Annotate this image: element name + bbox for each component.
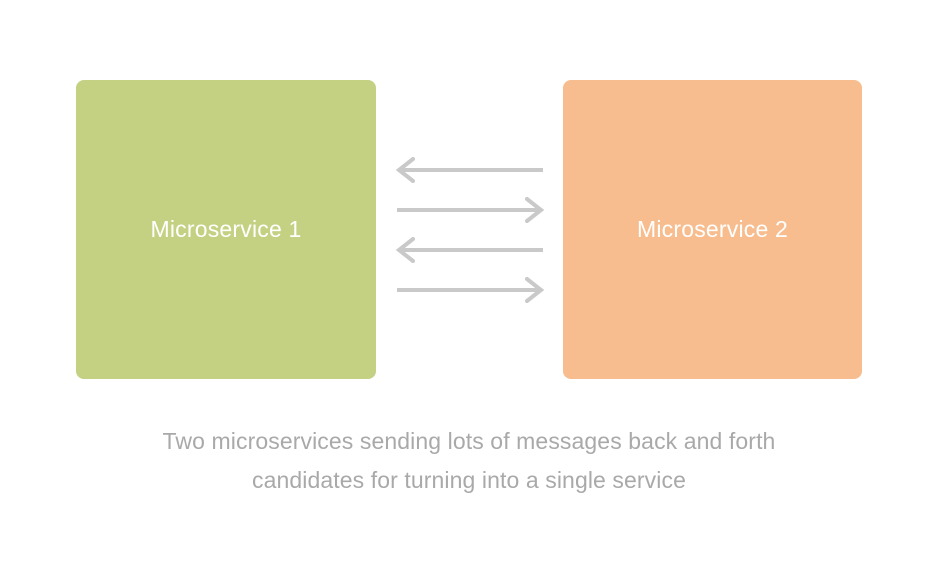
arrow-left-2 [393,237,546,263]
caption-line-2: candidates for turning into a single ser… [252,467,686,493]
diagram-caption: Two microservices sending lots of messag… [0,422,938,500]
arrow-right-icon [397,197,545,223]
arrow-right-2 [393,277,546,303]
microservice-1-label: Microservice 1 [150,216,302,242]
arrow-right-icon [397,277,545,303]
message-arrows-group [393,155,546,305]
microservice-1-box[interactable]: Microservice 1 [76,80,376,379]
microservice-2-label: Microservice 2 [636,216,789,242]
arrow-left-icon [395,237,543,263]
arrow-left-1 [393,157,546,183]
caption-line-1: Two microservices sending lots of messag… [162,428,776,454]
arrow-right-1 [393,197,546,223]
microservice-2-box[interactable]: Microservice 2 [563,80,862,379]
arrow-left-icon [395,157,543,183]
